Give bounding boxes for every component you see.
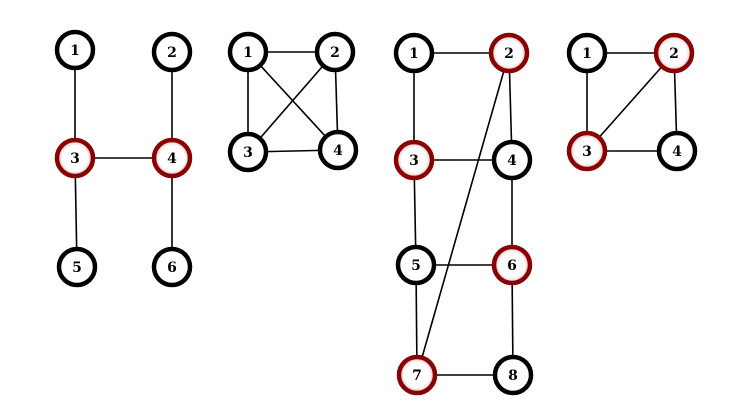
highlighted-node-circle <box>151 137 193 179</box>
node-label: 1 <box>70 43 80 59</box>
node-2: 2 <box>488 32 530 74</box>
node-1: 1 <box>393 32 435 74</box>
graph-1: 1 2 3 4 5 6 <box>54 29 193 288</box>
graph-4: 1 2 3 4 <box>566 32 698 172</box>
node-label: 5 <box>411 258 421 274</box>
node-circle <box>151 246 193 288</box>
node-circle <box>227 131 269 173</box>
node-circle <box>566 32 608 74</box>
node-label: 2 <box>669 46 679 62</box>
node-3: 3 <box>227 131 269 173</box>
node-circle <box>317 129 359 171</box>
node-5: 5 <box>395 244 437 286</box>
node-label: 6 <box>507 258 517 274</box>
node-circle <box>492 354 534 396</box>
node-5: 5 <box>56 246 98 288</box>
node-label: 3 <box>70 151 80 167</box>
node-label: 7 <box>412 368 422 384</box>
node-label: 1 <box>243 45 253 61</box>
node-4: 4 <box>151 137 193 179</box>
node-label: 2 <box>330 45 340 61</box>
node-1: 1 <box>227 31 269 73</box>
node-label: 2 <box>504 46 514 62</box>
node-label: 4 <box>672 144 682 160</box>
node-7: 7 <box>396 354 438 396</box>
node-3: 3 <box>393 139 435 181</box>
node-label: 5 <box>72 260 82 276</box>
node-circle <box>656 130 698 172</box>
node-label: 8 <box>508 368 518 384</box>
highlighted-node-circle <box>566 130 608 172</box>
graph-2: 1 2 3 4 <box>227 31 359 173</box>
node-2: 2 <box>653 32 695 74</box>
node-8: 8 <box>492 354 534 396</box>
highlighted-node-circle <box>491 244 533 286</box>
node-label: 2 <box>167 45 177 61</box>
node-circle <box>314 31 356 73</box>
node-circle <box>395 244 437 286</box>
highlighted-node-circle <box>393 139 435 181</box>
node-4: 4 <box>317 129 359 171</box>
node-3: 3 <box>54 137 96 179</box>
graph-3: 1 2 3 4 5 6 7 8 <box>393 32 534 396</box>
node-1: 1 <box>54 29 96 71</box>
node-circle <box>491 139 533 181</box>
highlighted-node-circle <box>54 137 96 179</box>
highlighted-node-circle <box>653 32 695 74</box>
edge-2-3 <box>247 51 336 153</box>
edge-2-3 <box>586 52 675 152</box>
node-2: 2 <box>151 31 193 73</box>
node-1: 1 <box>566 32 608 74</box>
node-circle <box>56 246 98 288</box>
node-2: 2 <box>314 31 356 73</box>
node-label: 1 <box>409 46 419 62</box>
node-label: 4 <box>507 153 517 169</box>
node-4: 4 <box>491 139 533 181</box>
node-label: 3 <box>409 153 419 169</box>
node-circle <box>54 29 96 71</box>
node-circle <box>393 32 435 74</box>
node-6: 6 <box>151 246 193 288</box>
node-label: 3 <box>582 144 592 160</box>
highlighted-node-circle <box>488 32 530 74</box>
node-6: 6 <box>491 244 533 286</box>
node-label: 1 <box>582 46 592 62</box>
highlighted-node-circle <box>396 354 438 396</box>
node-circle <box>151 31 193 73</box>
node-4: 4 <box>656 130 698 172</box>
node-3: 3 <box>566 130 608 172</box>
node-label: 3 <box>243 145 253 161</box>
node-circle <box>227 31 269 73</box>
node-label: 6 <box>167 260 177 276</box>
node-label: 4 <box>167 151 177 167</box>
node-label: 4 <box>333 143 343 159</box>
edge-2-7 <box>416 52 510 376</box>
